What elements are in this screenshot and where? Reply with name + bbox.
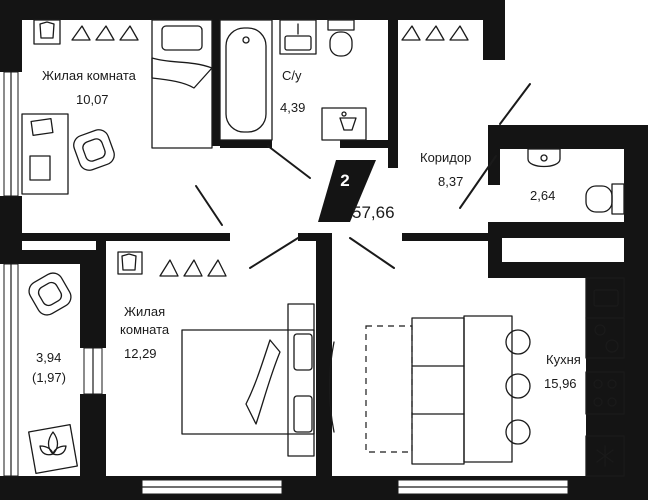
balcony-area: 3,94 bbox=[36, 350, 61, 365]
living2-name-line1: Жилая bbox=[124, 304, 165, 319]
wardrobe-icon bbox=[117, 251, 227, 277]
living1-area: 10,07 bbox=[76, 92, 109, 107]
desk-icon bbox=[21, 113, 69, 195]
plant-icon bbox=[28, 424, 78, 474]
living2-area: 12,29 bbox=[124, 346, 157, 361]
kitchen-name: Кухня bbox=[546, 352, 581, 367]
wardrobe-icon bbox=[33, 19, 139, 45]
armchair-icon bbox=[28, 272, 72, 316]
living1-name: Жилая комната bbox=[42, 68, 137, 83]
corridor-area: 8,37 bbox=[438, 174, 463, 189]
sofa-icon bbox=[328, 317, 465, 465]
windows bbox=[3, 71, 569, 495]
wardrobe-icon bbox=[401, 25, 469, 41]
hob-icon bbox=[585, 317, 625, 359]
bed-icon bbox=[181, 303, 315, 457]
bathroom-area: 4,39 bbox=[280, 100, 305, 115]
bathroom-name: С/у bbox=[282, 68, 302, 83]
armchair-icon bbox=[73, 129, 115, 171]
rooms-count-badge: 2 bbox=[318, 160, 376, 222]
sink-icon bbox=[527, 148, 561, 168]
oven-icon bbox=[585, 371, 625, 415]
dining-table-icon bbox=[365, 315, 531, 463]
washing-machine-icon bbox=[321, 107, 367, 141]
bathtub-icon bbox=[219, 19, 273, 141]
total-area: 57,66 bbox=[352, 203, 395, 222]
kitchen-area: 15,96 bbox=[544, 376, 577, 391]
doors bbox=[195, 83, 531, 269]
wc-area: 2,64 bbox=[530, 188, 555, 203]
rooms-count: 2 bbox=[340, 171, 349, 190]
bed-icon bbox=[151, 19, 213, 149]
toilet-icon bbox=[585, 183, 625, 215]
corridor-name: Коридор bbox=[420, 150, 471, 165]
balcony-area-reduced: (1,97) bbox=[32, 370, 66, 385]
living2-name-line2: комната bbox=[120, 322, 170, 337]
toilet-icon bbox=[327, 19, 355, 57]
sink-icon bbox=[279, 19, 317, 55]
fridge-icon bbox=[585, 435, 625, 477]
